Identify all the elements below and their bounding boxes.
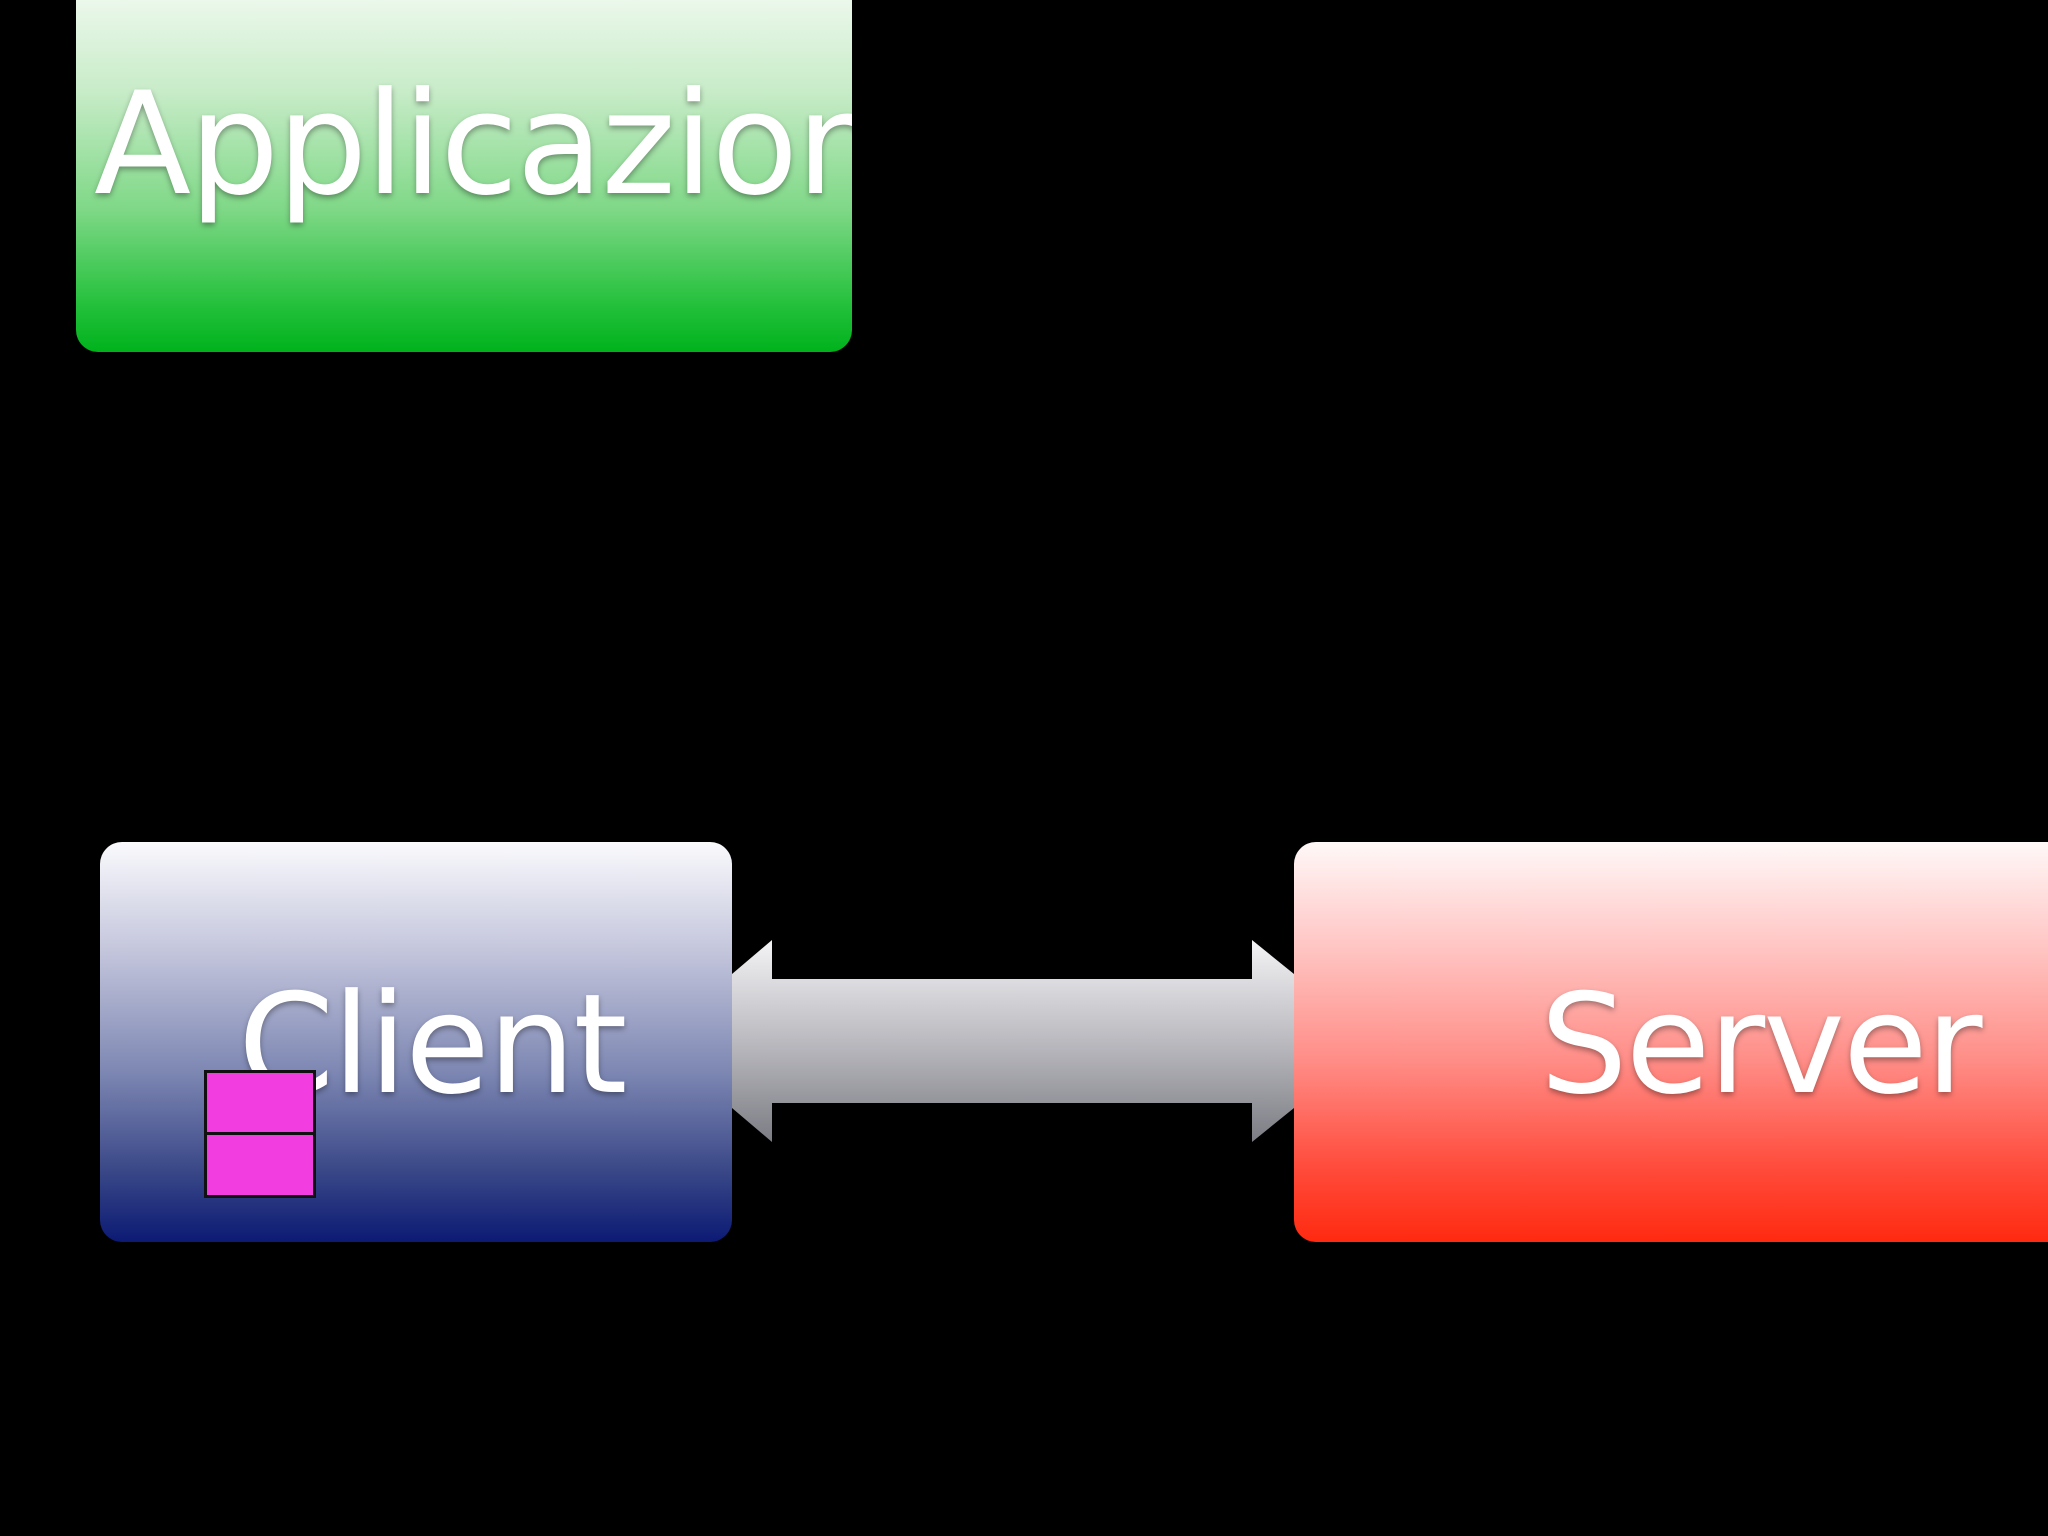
client-block-bottom <box>204 1132 316 1198</box>
application-box: Applicazione <box>76 0 852 352</box>
client-block-stack <box>204 1070 316 1198</box>
server-label: Server <box>1540 964 1983 1125</box>
application-label: Applicazione <box>94 62 852 227</box>
server-box: Server <box>1294 842 2048 1242</box>
arrow-shape <box>732 940 1294 1142</box>
client-box: Client <box>100 842 732 1242</box>
client-block-top <box>204 1070 316 1136</box>
